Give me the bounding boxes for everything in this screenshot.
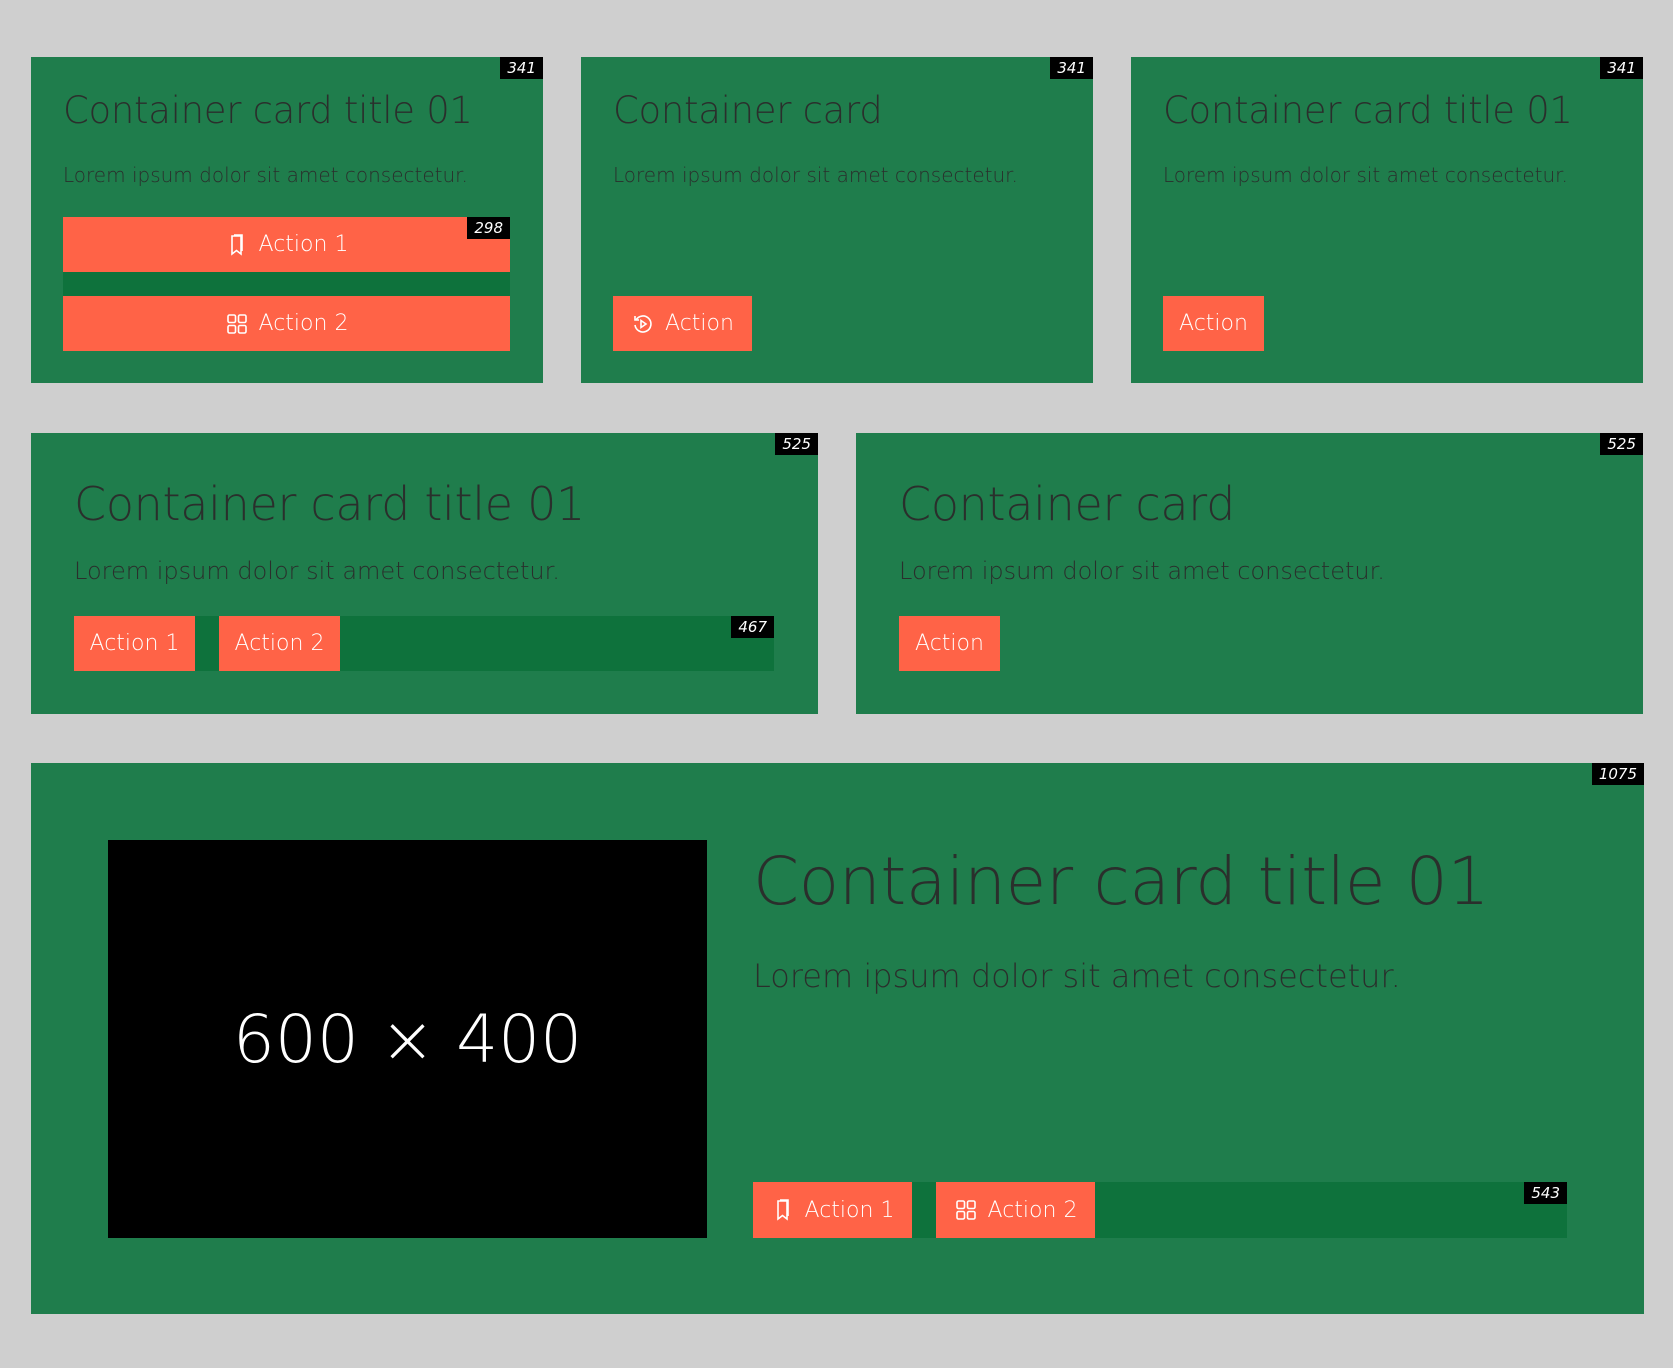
replay-icon [634,314,652,333]
width-badge: 525 [1600,433,1643,455]
action-1-button[interactable]: Action 1 [63,217,510,272]
button-label: Action [1179,311,1248,336]
button-label: Action 1 [804,1197,895,1223]
width-badge: 1075 [1591,763,1644,785]
action-2-button[interactable]: Action 2 [63,296,510,351]
action-2-button[interactable]: Action 2 [219,616,340,671]
card-title: Container card title 01 [753,843,1490,920]
card-3: 341 Container card title 01 Lorem ipsum … [1131,57,1643,383]
card-6-large: 1075 600 × 400 Container card title 01 L… [31,763,1644,1314]
image-placeholder: 600 × 400 [108,840,707,1238]
width-badge: 298 [467,217,510,239]
card-title: Container card [899,477,1235,531]
action-bar: 543 Action 1 Action 2 [753,1182,1567,1238]
card-title: Container card title 01 [1163,89,1573,132]
card-body: Lorem ipsum dolor sit amet consectetur. [753,957,1401,995]
button-label: Action [665,311,734,336]
action-bar: Action 1 298 Action 2 [63,217,510,351]
card-5: 525 Container card Lorem ipsum dolor sit… [856,433,1643,714]
bookmark-icon [776,1199,789,1221]
button-label: Action 1 [258,232,349,257]
action-button[interactable]: Action [1163,296,1264,351]
width-badge: 543 [1524,1182,1567,1204]
card-title: Container card title 01 [74,477,586,531]
action-2-button[interactable]: Action 2 [936,1182,1095,1238]
grid-icon [226,313,247,334]
card-title: Container card [613,89,883,132]
width-badge: 341 [500,57,543,79]
button-label: Action 2 [987,1197,1078,1223]
button-label: Action 2 [234,631,325,656]
card-body: Lorem ipsum dolor sit amet consectetur. [63,163,468,187]
width-badge: 341 [1600,57,1643,79]
button-label: Action [915,631,984,656]
width-badge: 467 [731,616,774,638]
width-badge: 525 [775,433,818,455]
width-badge: 341 [1050,57,1093,79]
action-1-button[interactable]: Action 1 [753,1182,912,1238]
bookmark-icon [230,233,243,256]
action-button[interactable]: Action [613,296,752,351]
action-button[interactable]: Action [899,616,1000,671]
action-1-button[interactable]: Action 1 [74,616,195,671]
action-bar: 467 Action 1 Action 2 [74,616,774,671]
card-2: 341 Container card Lorem ipsum dolor sit… [581,57,1093,383]
button-label: Action 2 [258,311,349,336]
card-body: Lorem ipsum dolor sit amet consectetur. [74,557,560,585]
card-title: Container card title 01 [63,89,473,132]
card-1: 341 Container card title 01 Lorem ipsum … [31,57,543,383]
card-body: Lorem ipsum dolor sit amet consectetur. [899,557,1385,585]
card-body: Lorem ipsum dolor sit amet consectetur. [613,163,1018,187]
card-body: Lorem ipsum dolor sit amet consectetur. [1163,163,1568,187]
grid-icon [955,1200,976,1220]
card-4: 525 Container card title 01 Lorem ipsum … [31,433,818,714]
button-label: Action 1 [89,631,180,656]
